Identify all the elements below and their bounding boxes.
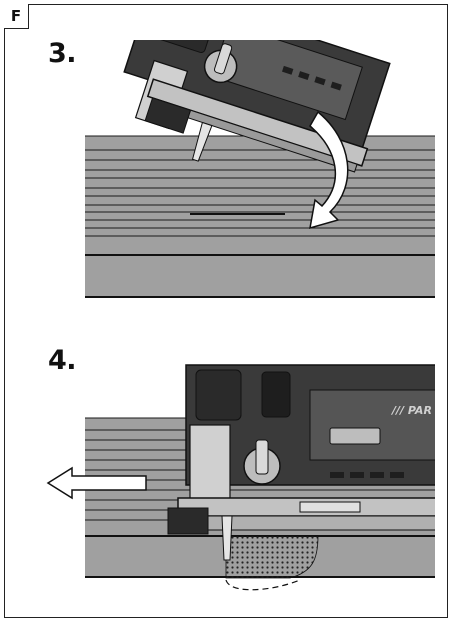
cut-area <box>225 535 319 591</box>
page-frame <box>4 4 448 618</box>
jigsaw-upright <box>167 364 435 561</box>
illustration-step-3 <box>85 40 435 298</box>
curved-down-arrow-icon <box>309 110 349 230</box>
brand-marking: /// PAR <box>390 404 432 417</box>
step-4-number: 4. <box>48 345 77 376</box>
left-arrow-icon <box>46 466 147 500</box>
step-3-number: 3. <box>48 38 77 69</box>
jigsaw-tilted <box>123 40 391 173</box>
section-label: F <box>4 4 29 29</box>
illustration-step-4: /// PAR <box>85 364 435 591</box>
workpiece-board-3 <box>85 135 435 298</box>
